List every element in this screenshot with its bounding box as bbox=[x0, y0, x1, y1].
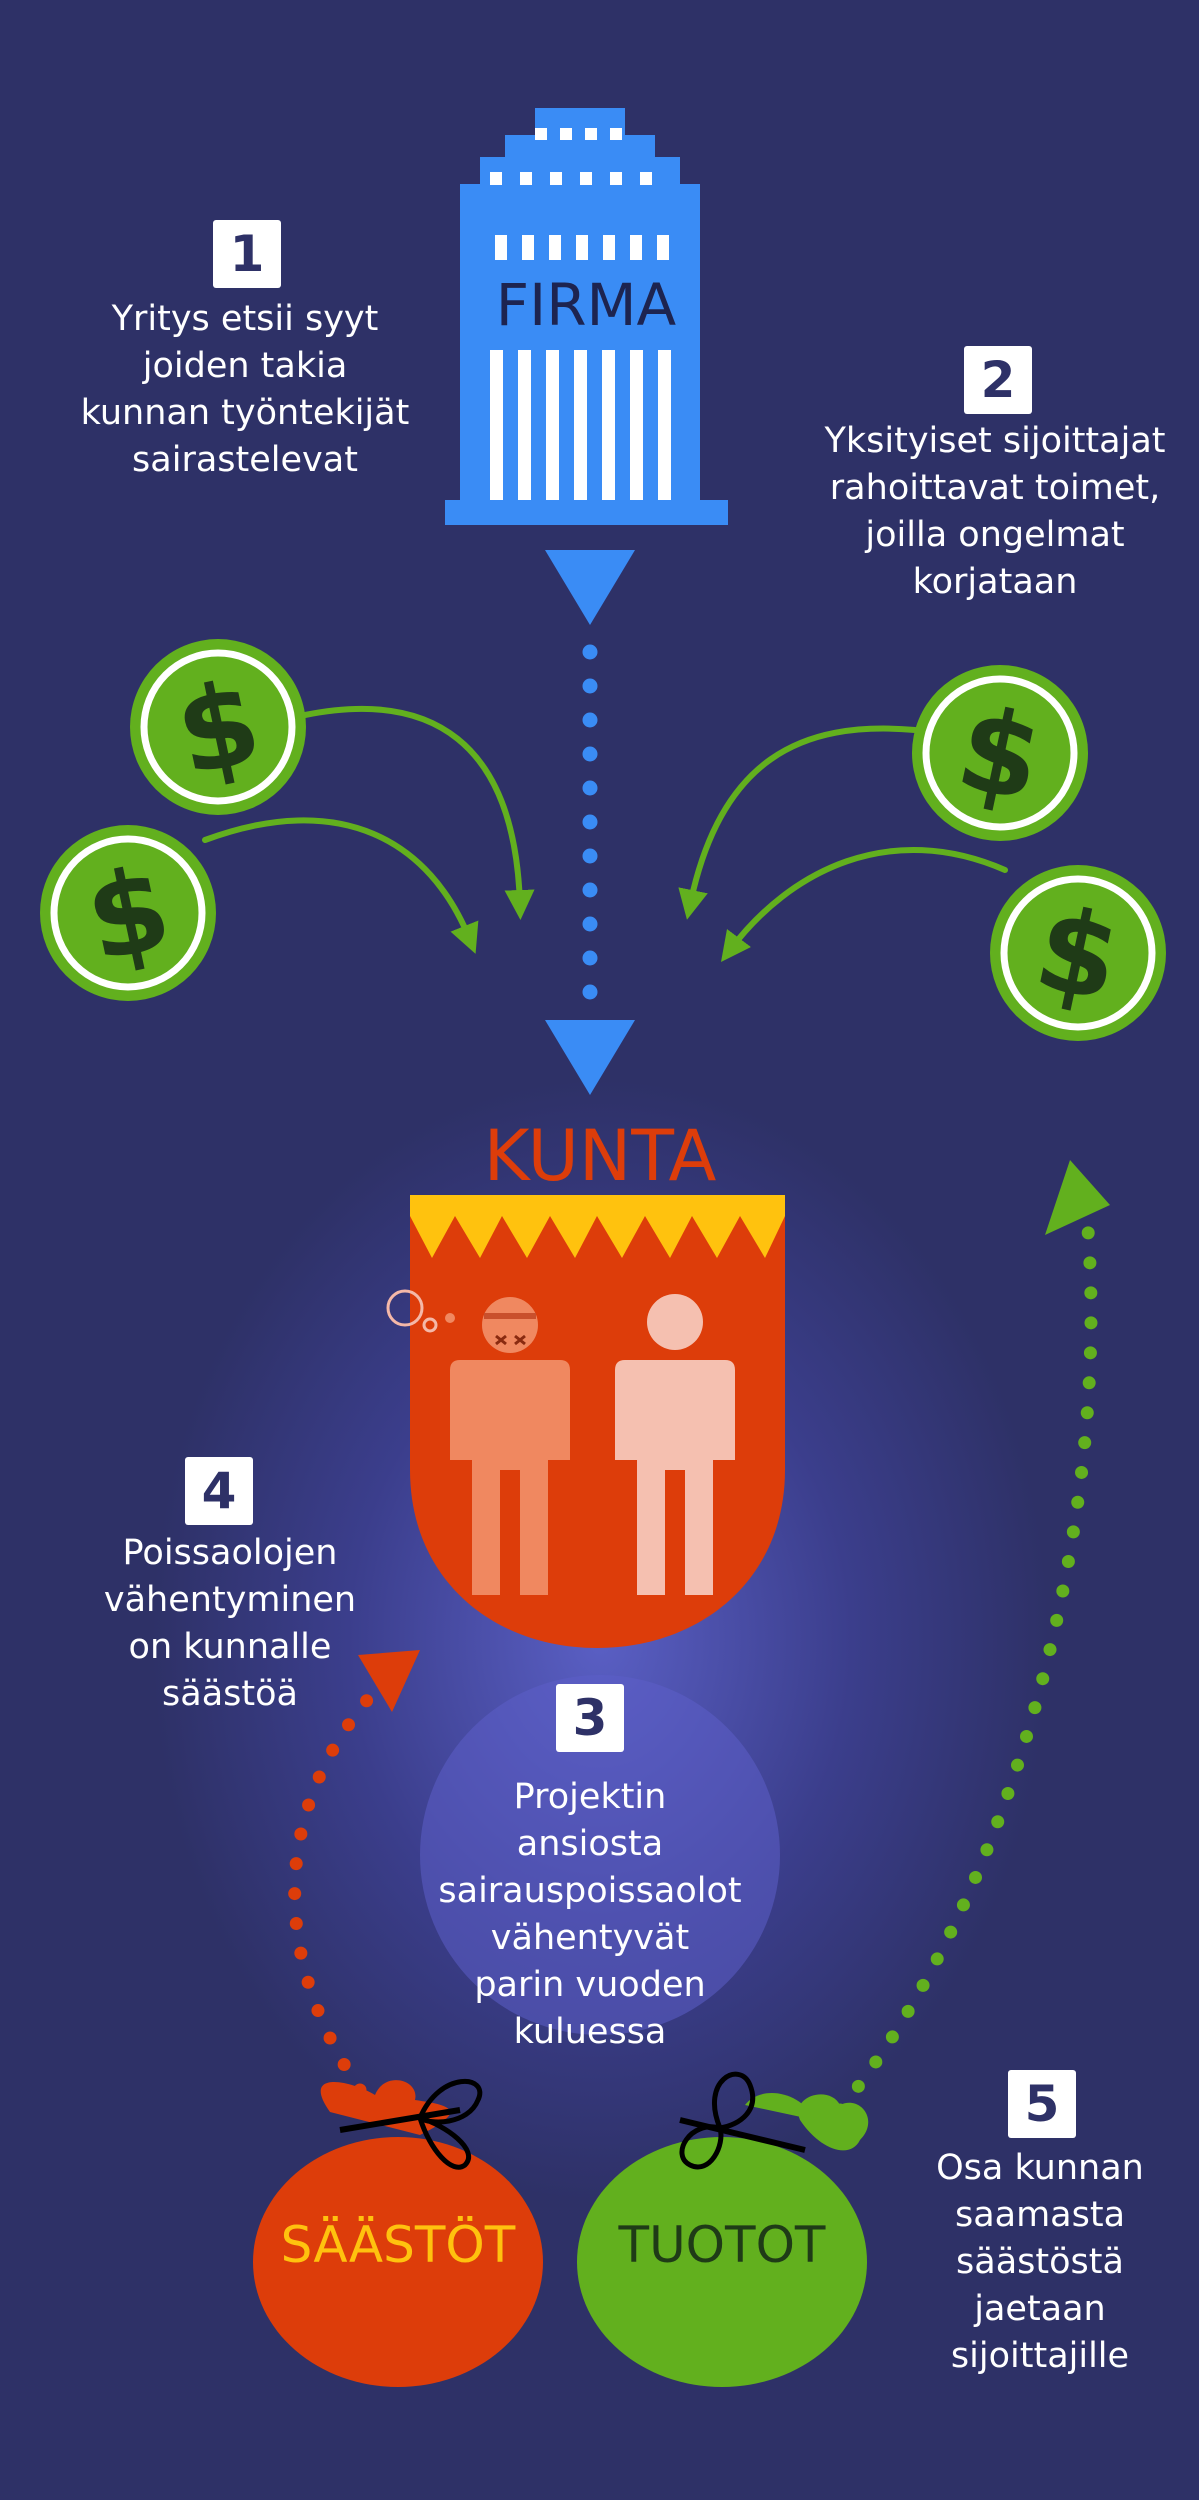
green-dotted-arrow bbox=[833, 1160, 1110, 2117]
building-label: FIRMA bbox=[496, 271, 677, 339]
center-glow bbox=[420, 1675, 780, 2035]
returns-bag-icon: TUOTOT bbox=[577, 2071, 869, 2387]
dollar-coin-icon: $ bbox=[40, 825, 216, 1001]
dollar-coin-icon: $ bbox=[912, 665, 1088, 841]
sick-person-icon bbox=[450, 1297, 570, 1595]
dollar-coin-icon: $ bbox=[990, 865, 1166, 1041]
sick-bubbles bbox=[386, 1289, 455, 1333]
dollar-coin-icon: $ bbox=[130, 639, 306, 815]
municipality-shield-icon bbox=[386, 1195, 785, 1648]
green-arrows bbox=[202, 705, 1008, 962]
savings-bag-label: SÄÄSTÖT bbox=[281, 2216, 516, 2274]
returns-bag-label: TUOTOT bbox=[618, 2216, 826, 2274]
municipality-label: KUNTA bbox=[484, 1115, 717, 1197]
office-building-icon: FIRMA bbox=[445, 108, 728, 525]
step-2-badge: 2 bbox=[964, 346, 1032, 414]
healthy-person-icon bbox=[615, 1294, 735, 1595]
step-1-badge: 1 bbox=[213, 220, 281, 288]
savings-bag-icon: SÄÄSTÖT bbox=[253, 2079, 543, 2387]
step-4-badge: 4 bbox=[185, 1457, 253, 1525]
blue-arrow bbox=[545, 550, 635, 1095]
step-5-badge: 5 bbox=[1008, 2070, 1076, 2138]
step-3-badge: 3 bbox=[556, 1684, 624, 1752]
red-arrow bbox=[288, 1650, 420, 2097]
